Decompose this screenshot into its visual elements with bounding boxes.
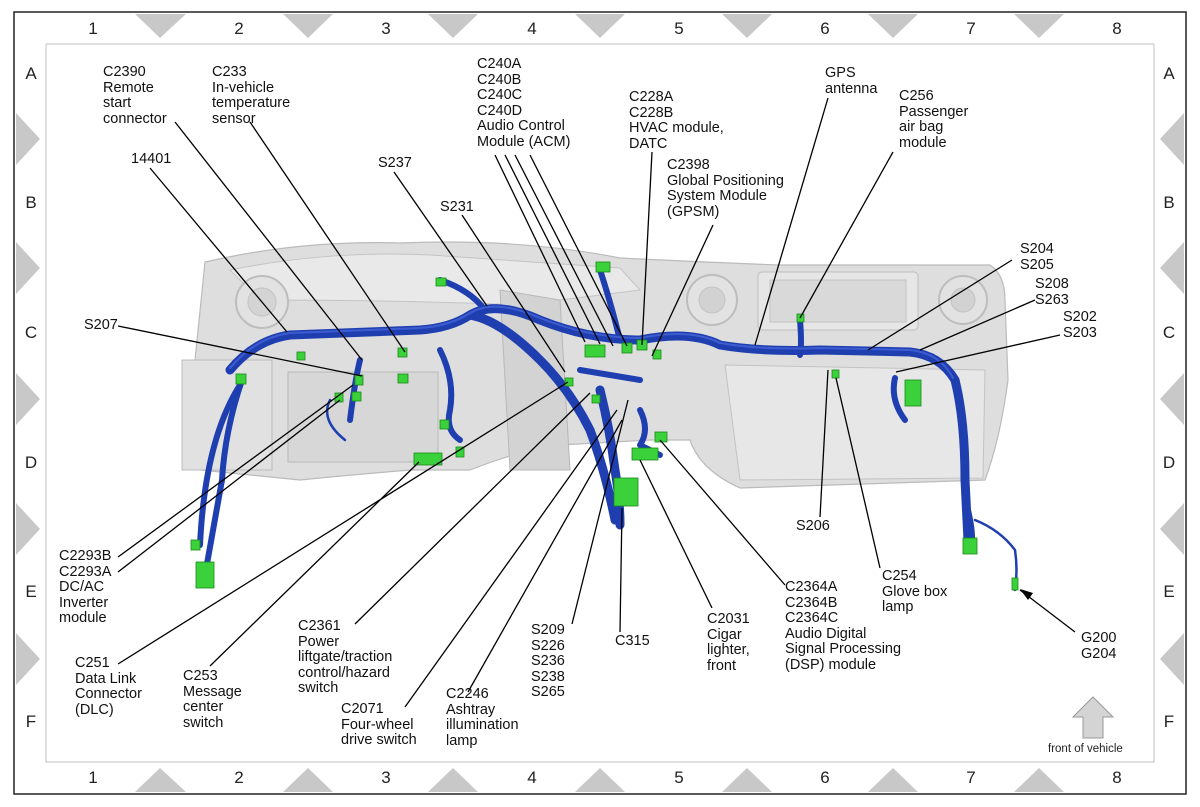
label-s237: S237	[378, 155, 412, 171]
grid-column-bottom-5: 5	[674, 768, 684, 787]
label-c251: C251 Data Link Connector (DLC)	[75, 655, 142, 718]
label-c253: C253 Message center switch	[183, 668, 242, 731]
grid-column-top-8: 8	[1112, 19, 1122, 38]
label-c2398: C2398 Global Positioning System Module (…	[667, 157, 784, 220]
label-c315: C315	[615, 633, 650, 649]
label-c233: C233 In-vehicle temperature sensor	[212, 64, 291, 127]
grid-column-bottom-6: 6	[820, 768, 830, 787]
grid-column-bottom-8: 8	[1112, 768, 1122, 787]
grid-row-left-b: B	[25, 193, 37, 212]
grid-row-right-b: B	[1163, 193, 1175, 212]
grid-row-left-a: A	[25, 64, 37, 83]
label-c2031: C2031 Cigar lighter, front	[707, 611, 750, 674]
grid-row-right-a: A	[1163, 64, 1175, 83]
label-s207: S207	[84, 317, 118, 333]
label-s202-s203: S202 S203	[1063, 309, 1097, 341]
label-s208-s263: S208 S263	[1035, 276, 1069, 308]
label-g200-g204: G200 G204	[1081, 630, 1117, 662]
label-c2246: C2246 Ashtray illumination lamp	[446, 686, 519, 749]
label-gps-antenna: GPS antenna	[825, 65, 878, 97]
grid-column-top-2: 2	[234, 19, 244, 38]
wiring-harness	[197, 267, 1018, 592]
label-c2361: C2361 Power liftgate/traction control/ha…	[298, 618, 393, 696]
label-c2293: C2293B C2293A DC/AC Inverter module	[59, 548, 112, 626]
label-14401: 14401	[131, 151, 172, 167]
grid-column-top-4: 4	[527, 19, 537, 38]
label-s231: S231	[440, 199, 474, 215]
label-s209-s265: S209 S226 S236 S238 S265	[531, 622, 565, 700]
front-of-vehicle-label: front of vehicle	[1048, 743, 1123, 755]
label-c254: C254 Glove box lamp	[882, 568, 948, 615]
grid-column-bottom-4: 4	[527, 768, 537, 787]
grid-row-right-c: C	[1162, 323, 1176, 342]
grid-row-right-e: E	[1163, 582, 1175, 601]
grid-row-left-d: D	[24, 453, 38, 472]
label-s206: S206	[796, 518, 830, 534]
label-c2071: C2071 Four-wheel drive switch	[341, 701, 417, 748]
leader-lines	[117, 97, 1076, 708]
grid-row-right-f: F	[1163, 712, 1175, 731]
label-c2390: C2390 Remote start connector	[103, 64, 167, 127]
label-c2364: C2364A C2364B C2364C Audio Digital Signa…	[785, 579, 902, 673]
grid-column-bottom-3: 3	[381, 768, 391, 787]
grid-column-bottom-7: 7	[966, 768, 976, 787]
grid-column-bottom-1: 1	[88, 768, 98, 787]
label-s204-s205: S204 S205	[1020, 241, 1054, 273]
grid-column-top-5: 5	[674, 19, 684, 38]
label-c256: C256 Passenger air bag module	[899, 88, 969, 151]
grid-row-left-c: C	[24, 323, 38, 342]
grid-column-top-3: 3	[381, 19, 391, 38]
front-arrow-icon	[1071, 696, 1115, 739]
label-c228: C228A C228B HVAC module, DATC	[629, 89, 724, 152]
label-c240: C240A C240B C240C C240D Audio Control Mo…	[477, 56, 571, 150]
grid-column-top-1: 1	[88, 19, 98, 38]
grid-border-markers	[16, 14, 1184, 792]
grid-column-top-7: 7	[966, 19, 976, 38]
grid-column-top-6: 6	[820, 19, 830, 38]
grid-row-left-f: F	[25, 712, 37, 731]
grid-row-left-e: E	[25, 582, 37, 601]
grid-column-bottom-2: 2	[234, 768, 244, 787]
connectors	[190, 261, 1019, 591]
grid-row-right-d: D	[1162, 453, 1176, 472]
